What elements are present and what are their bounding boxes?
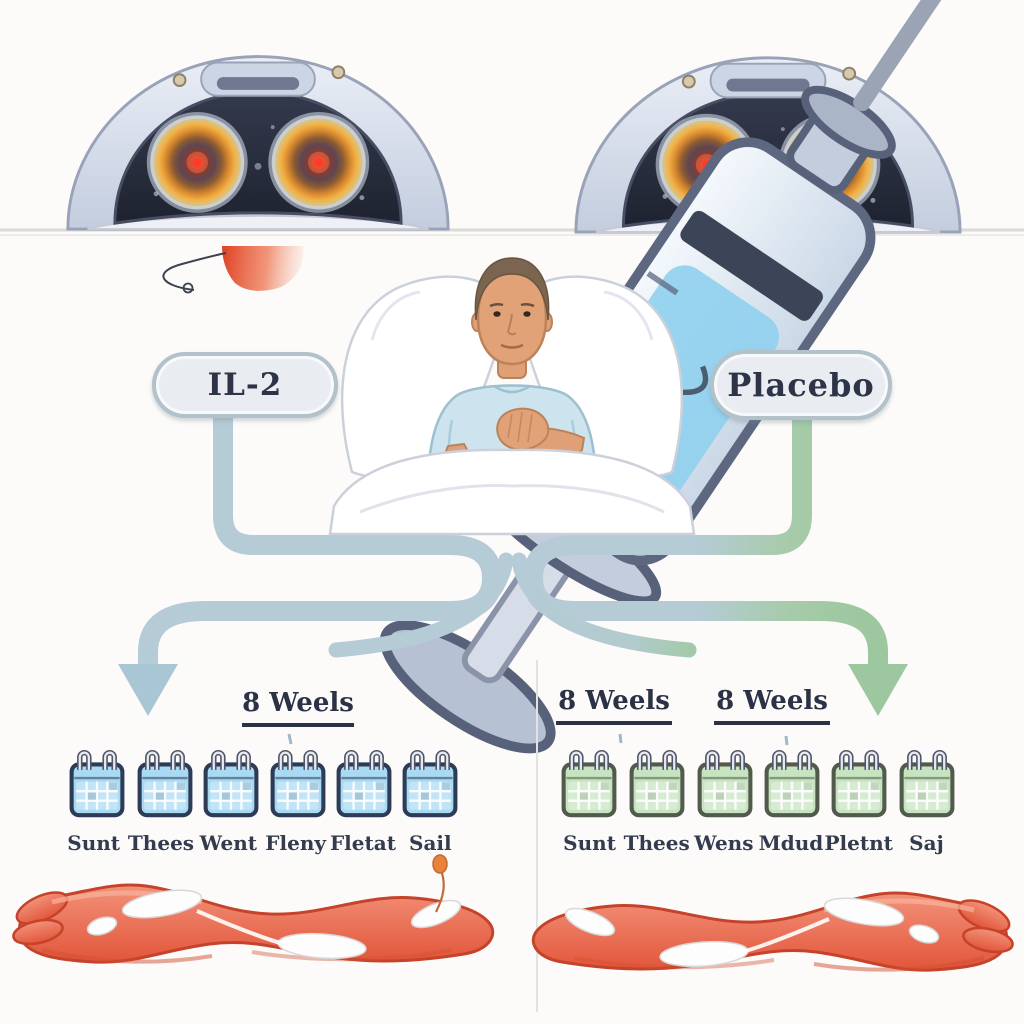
flow-left	[118, 408, 514, 716]
day-label: Thees	[623, 831, 690, 855]
day-labels-left: Sunt Thees Went Fleny Fletat Sail	[60, 831, 464, 855]
calendar-icon	[140, 753, 191, 816]
control-arm-text: Placebo	[727, 366, 875, 404]
day-label: Saj	[909, 831, 944, 855]
calendar-icon	[72, 753, 123, 816]
calendar-icon	[273, 753, 324, 816]
calendar-icon	[902, 753, 953, 816]
day-label: Thees	[127, 831, 195, 855]
day-label: Wens	[694, 831, 754, 855]
calendar-icon	[700, 753, 751, 816]
calendar-icon	[564, 753, 615, 816]
day-labels-right: Sunt Thees Wens Mdud Pletnt Saj	[556, 831, 960, 855]
calendar-icon	[405, 753, 456, 816]
tissue-bud	[432, 854, 448, 874]
day-label: Pletnt	[824, 831, 893, 855]
day-label: Sunt	[563, 831, 616, 855]
needle-wire-left	[162, 252, 227, 294]
duration-label-right-1: 8 Weels	[556, 686, 672, 725]
day-label: Went	[199, 831, 257, 855]
treatment-arm-label: IL-2	[152, 352, 338, 418]
patient-in-bed	[328, 257, 696, 536]
day-label: Sunt	[67, 831, 121, 855]
eye-scanner-device-left	[68, 57, 448, 229]
day-label: Fleny	[265, 831, 326, 855]
red-beam-left	[222, 246, 304, 291]
day-label: Sail	[409, 831, 452, 855]
calendar-icon	[632, 753, 683, 816]
control-arm-label: Placebo	[710, 350, 892, 420]
muscle-tissue-right	[533, 893, 1014, 970]
calendar-row-right	[564, 753, 953, 816]
calendar-row-left	[72, 753, 456, 816]
arrow-down-left	[118, 664, 178, 716]
patient-hand-on-chest	[496, 407, 550, 451]
treatment-arm-text: IL-2	[207, 367, 283, 403]
arrow-down-right	[848, 664, 908, 716]
calendar-icon	[767, 753, 818, 816]
calendar-icon	[206, 753, 257, 816]
calendar-icon	[339, 753, 390, 816]
duration-label-right-2: 8 Weels	[714, 686, 830, 725]
day-label: Fletat	[329, 831, 396, 855]
calendar-icon	[834, 753, 885, 816]
flow-right	[511, 408, 908, 716]
day-label: Mdud	[758, 831, 824, 855]
drip-marks	[287, 733, 789, 746]
muscle-tissue-left	[11, 854, 492, 962]
patient-hair	[474, 257, 550, 321]
duration-label-left: 8 Weels	[242, 688, 354, 727]
bed-blanket	[328, 448, 696, 536]
